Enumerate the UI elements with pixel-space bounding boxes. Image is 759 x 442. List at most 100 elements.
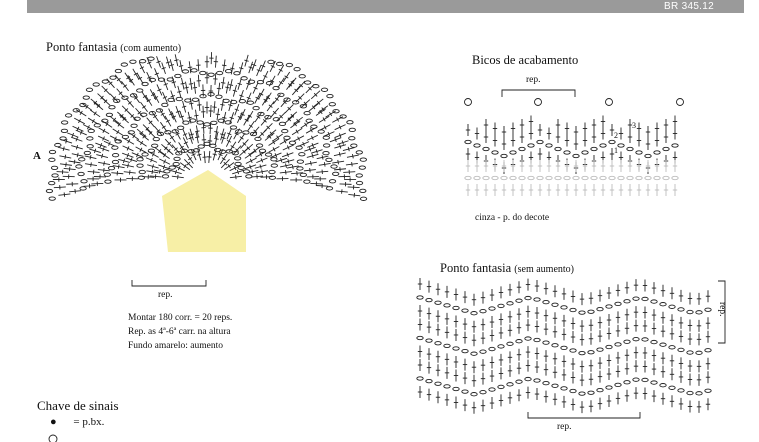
- chart3-chain-mark: [506, 301, 514, 306]
- chart1-stitch-mark-bar: [93, 148, 97, 154]
- chart1-chain-mark: [75, 164, 83, 169]
- chart1-chain-mark: [359, 157, 367, 162]
- chart1-stitch-mark-bar: [120, 113, 124, 118]
- chart2-title: Bicos de acabamento: [472, 53, 579, 67]
- chart1-stitch-mark-bar: [261, 169, 263, 175]
- chart1-stitch-mark-bar: [178, 65, 184, 67]
- chart1-chain-mark: [233, 71, 241, 76]
- chart1-stitch-mark-bar: [308, 147, 312, 152]
- chart3-chain-mark: [479, 349, 487, 354]
- chart2-chain-mark: [554, 146, 562, 152]
- chart1-stitch-mark-bar: [141, 105, 147, 109]
- chart2-chain-mark: [473, 175, 481, 181]
- chart3-rep-bracket-side: [718, 280, 726, 344]
- chart3-chain-mark: [488, 306, 496, 311]
- chart3-chain-mark: [659, 342, 667, 347]
- chart1-stitch-mark-bar: [197, 153, 202, 156]
- chart1-stitch-mark-bar: [124, 108, 129, 112]
- chart1-chain-mark: [298, 74, 306, 79]
- chart3-rep-bracket-bottom: [527, 412, 641, 419]
- chart1-stitch-mark-bar: [274, 97, 279, 101]
- chart1-chain-mark: [245, 174, 253, 179]
- chart1-stitch-mark-bar: [184, 86, 189, 89]
- chart1-title-row: Ponto fantasia (com aumento): [46, 40, 181, 55]
- chart1-stitch-mark-bar: [127, 139, 131, 144]
- chart1-chain-mark: [174, 73, 182, 79]
- chart1-chain-mark: [191, 97, 200, 102]
- chart1-stitch-mark-bar: [276, 135, 280, 140]
- chart1-stitch-mark-bar: [194, 114, 199, 117]
- chart1-stitch-mark-bar: [183, 141, 189, 145]
- key-item-1-text: = p.bx.: [73, 416, 105, 428]
- chart1-stitch-mark-bar: [174, 59, 179, 62]
- chart1-stitch-mark-bar: [253, 148, 257, 153]
- chart3-chain-mark: [614, 382, 622, 388]
- chart2-chain-mark: [590, 175, 598, 181]
- chart1-chain-mark: [265, 81, 274, 86]
- chart1-stitch-mark-bar: [187, 116, 192, 119]
- chart1-stitch-mark-bar: [327, 131, 331, 137]
- chart1-stitch-mark-bar: [286, 152, 289, 157]
- chart1-chain-mark: [339, 114, 347, 119]
- chart1-stitch-mark-bar: [260, 158, 264, 163]
- chart1-stitch-mark-bar: [147, 76, 152, 79]
- chart3-chain-mark: [578, 350, 586, 356]
- chart1-stitch-mark-bar: [153, 114, 158, 119]
- chart1-stitch-mark-bar: [79, 130, 83, 135]
- chart1-stitch-mark-bar: [139, 66, 145, 70]
- chart1-chain-mark: [86, 136, 94, 141]
- chart2-chain-mark: [536, 175, 544, 181]
- chart1-stitch-mark-bar: [351, 153, 354, 159]
- chart1-stitch-mark-bar: [188, 83, 194, 85]
- chart1-chain-mark: [111, 145, 119, 150]
- chart1-stitch-mark-bar: [323, 125, 327, 130]
- chart1-chain-mark: [237, 165, 245, 170]
- chart3-chain-mark: [578, 391, 586, 396]
- chart2-picot-mark: [605, 98, 613, 106]
- chart1-chain-mark: [272, 117, 280, 122]
- chart1-chain-mark: [325, 186, 334, 191]
- chart1-stitch-mark-bar: [353, 192, 356, 198]
- chart1-stitch-mark-bar: [127, 163, 129, 168]
- chart1-rep-bracket: [131, 280, 207, 287]
- chart1-stitch-mark-bar: [311, 143, 314, 148]
- chart3-chain-mark: [596, 306, 604, 312]
- chart3-chain-mark: [695, 391, 703, 396]
- chart1-stitch-mark-bar: [297, 136, 301, 141]
- chart1-stitch-mark-bar: [308, 86, 312, 91]
- chart1-stitch-mark-bar: [112, 117, 117, 122]
- chart1-chain-mark: [48, 149, 57, 155]
- chart1-stitch-mark-bar: [108, 141, 111, 146]
- chart1-chain-mark: [230, 99, 238, 105]
- chart2-chain-mark: [590, 146, 598, 152]
- chart1-chain-mark: [267, 59, 275, 65]
- chart3-chain-mark: [470, 311, 478, 316]
- chart1-stitch-mark-bar: [329, 111, 333, 117]
- chart3-chain-mark: [542, 340, 550, 345]
- chart1-chain-mark: [272, 85, 280, 91]
- chart1-chain-mark: [293, 67, 301, 72]
- chart1-chain-mark: [225, 149, 233, 154]
- chart1-chain-mark: [136, 163, 144, 168]
- chart1-stitch-mark-bar: [230, 145, 235, 149]
- chart1-stitch-mark-bar: [313, 92, 318, 97]
- chart1-chain-mark: [298, 152, 306, 157]
- chart3-chain-mark: [659, 383, 667, 388]
- chart2-chain-mark: [617, 143, 625, 148]
- chart1-stitch-mark-bar: [145, 126, 150, 131]
- chart1-stitch-mark-bar: [171, 81, 177, 84]
- chart1-chain-mark: [305, 118, 313, 123]
- chart1-chain-mark: [48, 196, 56, 201]
- chart1-stitch-mark-bar: [311, 135, 314, 141]
- chart2-chain-mark: [644, 175, 652, 181]
- chart1-stitch-mark-bar: [65, 139, 68, 144]
- chart3-chain-mark: [434, 341, 442, 346]
- chart1-chain-mark: [229, 125, 238, 130]
- chart1-chain-mark: [82, 95, 90, 100]
- chart1-stitch-mark-bar: [103, 88, 108, 93]
- chart3-chain-mark: [605, 304, 613, 309]
- chart1-chain-mark: [77, 171, 85, 177]
- chart1-stitch-mark-bar: [93, 100, 98, 105]
- chart2-chain-mark: [581, 175, 589, 181]
